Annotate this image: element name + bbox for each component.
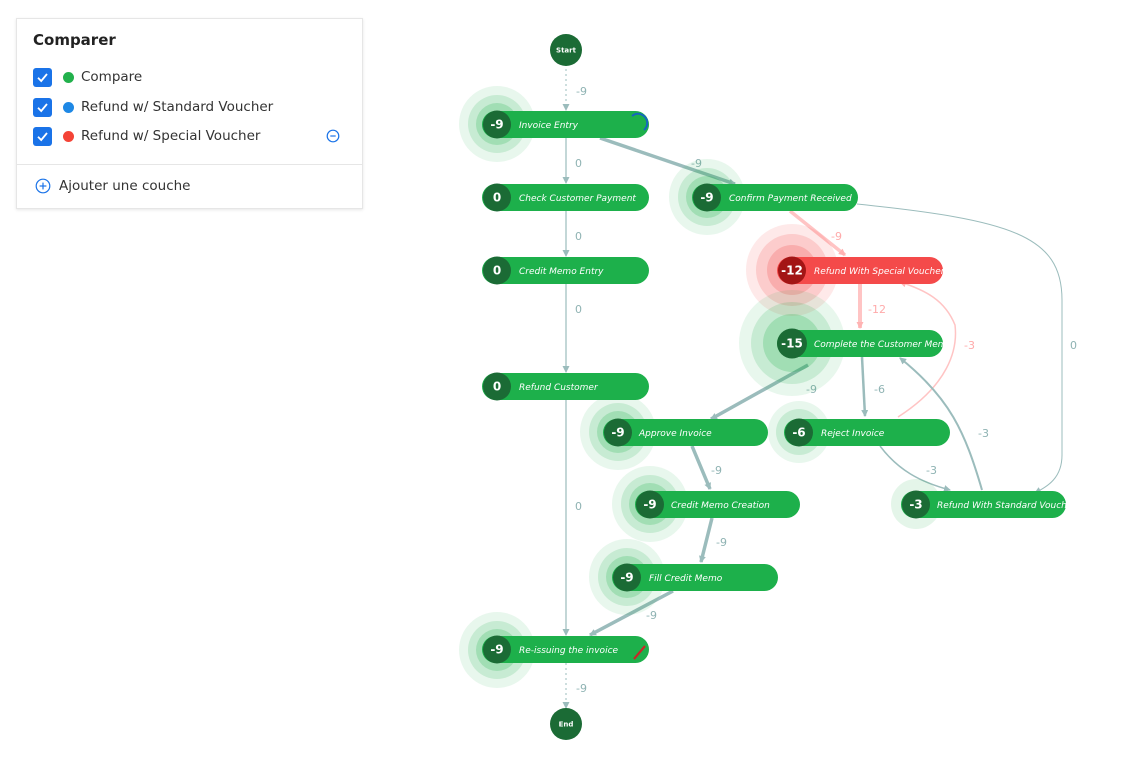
- add-layer-label: Ajouter une couche: [59, 178, 191, 194]
- node-confirm-payment-received[interactable]: -9 Confirm Payment Received: [692, 183, 858, 212]
- node-value: 0: [493, 264, 501, 278]
- node-refund-customer[interactable]: 0 Refund Customer: [482, 372, 649, 401]
- node-complete-the-customer-memo[interactable]: -15 Complete the Customer Memo: [777, 328, 953, 359]
- node-label: Check Customer Payment: [519, 194, 636, 204]
- node-reject-invoice[interactable]: -6 Reject Invoice: [784, 418, 950, 447]
- edge-label: -9: [831, 230, 842, 243]
- edge-label: -3: [926, 464, 937, 477]
- node-label: Invoice Entry: [519, 121, 579, 131]
- check-icon: [37, 72, 48, 82]
- edge-label: -9: [576, 85, 587, 98]
- edge-label: 0: [1070, 339, 1077, 352]
- layer-label: Refund w/ Standard Voucher: [81, 99, 274, 115]
- edge-label: -6: [874, 383, 885, 396]
- edge-label: -3: [964, 339, 975, 352]
- edge-label: -3: [978, 427, 989, 440]
- add-circle-icon: [35, 178, 51, 194]
- node-invoice-entry[interactable]: -9 Invoice Entry: [482, 110, 649, 139]
- node-value: -9: [620, 571, 633, 585]
- node-label: Fill Credit Memo: [649, 574, 723, 584]
- node-approve-invoice[interactable]: -9 Approve Invoice: [603, 418, 768, 447]
- node-value: -15: [781, 337, 803, 351]
- edge-reject-invoice-refund-with-standard-voucher[interactable]: [879, 445, 951, 492]
- edge-fill-credit-memo-re-issuing-the-invoice[interactable]: [589, 589, 674, 637]
- end-label: End: [559, 721, 574, 729]
- node-label: Refund With Standard Voucher: [937, 501, 1077, 511]
- edge-confirm-payment-received-refund-with-standard-voucher[interactable]: [856, 203, 1063, 494]
- edge-label: -9: [576, 682, 587, 695]
- edge-label: 0: [575, 230, 582, 243]
- edge-reject-invoice-refund-with-special-voucher[interactable]: [897, 280, 957, 418]
- node-credit-memo-entry[interactable]: 0 Credit Memo Entry: [482, 256, 649, 285]
- node-value: -9: [700, 191, 713, 205]
- edge-label: -12: [868, 303, 886, 316]
- add-layer-button[interactable]: Ajouter une couche: [35, 178, 190, 194]
- node-label: Approve Invoice: [638, 429, 712, 439]
- edge-label: 0: [575, 303, 582, 316]
- color-dot-compare: [63, 71, 74, 83]
- check-icon: [37, 131, 48, 141]
- edge-label: -9: [646, 609, 657, 622]
- panel-title: Comparer: [33, 31, 116, 49]
- edge-label: -9: [711, 464, 722, 477]
- node-value: -9: [611, 426, 624, 440]
- node-label: Credit Memo Entry: [519, 267, 604, 277]
- node-value: -6: [792, 426, 805, 440]
- edge-label: -9: [806, 383, 817, 396]
- layer-row-standard-voucher[interactable]: Refund w/ Standard Voucher: [33, 97, 273, 117]
- node-value: -9: [490, 643, 503, 657]
- node-label: Credit Memo Creation: [671, 501, 770, 511]
- edge-invoice-entry-confirm-payment-received[interactable]: [599, 136, 736, 186]
- edge-label: 0: [575, 157, 582, 170]
- node-fill-credit-memo[interactable]: -9 Fill Credit Memo: [612, 563, 778, 592]
- checkbox-standard-voucher[interactable]: [33, 97, 52, 117]
- start-node[interactable]: Start: [550, 34, 582, 66]
- check-icon: [37, 102, 48, 112]
- node-label: Reject Invoice: [821, 429, 885, 439]
- node-refund-with-special-voucher[interactable]: -12 Refund With Special Voucher: [777, 256, 946, 285]
- start-label: Start: [556, 47, 577, 55]
- edge-credit-memo-creation-fill-credit-memo[interactable]: [699, 517, 714, 563]
- node-label: Refund Customer: [519, 383, 599, 393]
- node-credit-memo-creation[interactable]: -9 Credit Memo Creation: [635, 490, 800, 519]
- layer-label: Compare: [81, 69, 143, 85]
- node-value: 0: [493, 191, 501, 205]
- node-value: -3: [909, 498, 922, 512]
- edge-complete-the-customer-memo-approve-invoice[interactable]: [710, 363, 809, 421]
- edge-label: -9: [716, 536, 727, 549]
- layer-label: Refund w/ Special Voucher: [81, 128, 261, 144]
- node-value: -12: [781, 264, 803, 278]
- checkbox-compare[interactable]: [33, 67, 52, 87]
- node-refund-with-standard-voucher[interactable]: -3 Refund With Standard Voucher: [901, 490, 1077, 519]
- node-label: Complete the Customer Memo: [814, 340, 953, 350]
- node-label: Confirm Payment Received: [729, 194, 852, 204]
- edge-confirm-payment-received-refund-with-special-voucher[interactable]: [788, 209, 847, 257]
- node-value: -9: [643, 498, 656, 512]
- node-re-issuing-the-invoice[interactable]: -9 Re-issuing the invoice: [482, 635, 649, 664]
- edge-complete-the-customer-memo-reject-invoice[interactable]: [860, 356, 869, 417]
- checkbox-special-voucher[interactable]: [33, 126, 52, 146]
- layer-row-compare[interactable]: Compare: [33, 67, 142, 87]
- edge-refund-with-standard-voucher-complete-the-customer-memo[interactable]: [899, 357, 983, 491]
- node-check-customer-payment[interactable]: 0 Check Customer Payment: [482, 183, 649, 212]
- color-dot-special-voucher: [63, 130, 74, 142]
- remove-layer-icon[interactable]: [326, 129, 340, 143]
- color-dot-standard-voucher: [63, 101, 74, 113]
- edge-label: -9: [691, 157, 702, 170]
- node-value: 0: [493, 380, 501, 394]
- edge-approve-invoice-credit-memo-creation[interactable]: [690, 445, 712, 490]
- compare-panel: Comparer Compare Refund w/ Standard Vouc…: [16, 18, 363, 209]
- node-value: -9: [490, 118, 503, 132]
- node-label: Re-issuing the invoice: [519, 646, 619, 656]
- layer-row-special-voucher[interactable]: Refund w/ Special Voucher: [33, 126, 260, 146]
- edge-label: 0: [575, 500, 582, 513]
- end-node[interactable]: End: [550, 708, 582, 740]
- node-label: Refund With Special Voucher: [814, 267, 946, 277]
- panel-divider: [17, 164, 362, 165]
